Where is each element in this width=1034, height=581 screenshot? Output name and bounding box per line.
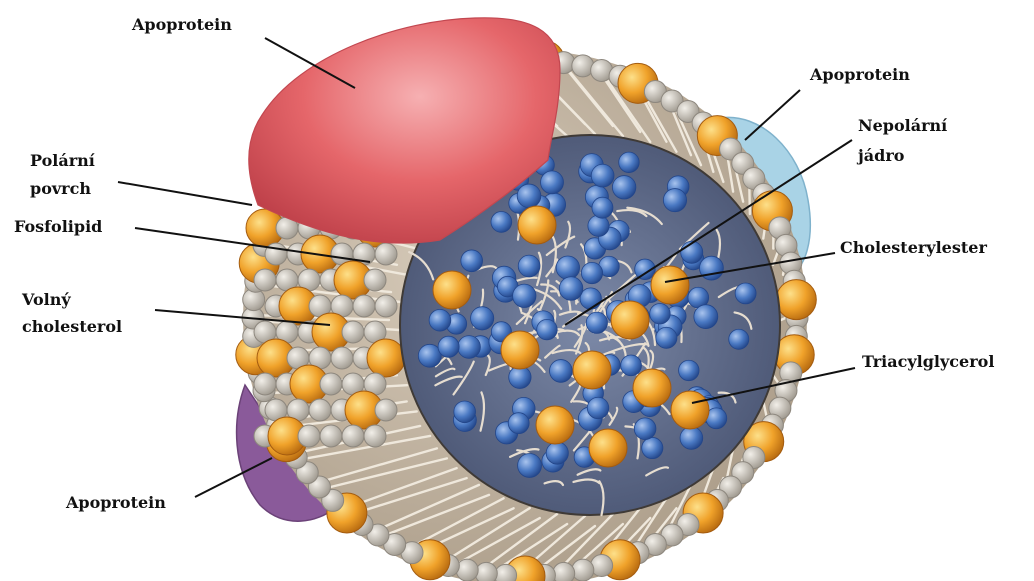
label-apoprotein-top: Apoprotein (132, 14, 232, 36)
label-polarni-line1: Polární (30, 150, 95, 172)
triacylglycerol-ball (556, 256, 579, 279)
triacylglycerol-ball (586, 312, 607, 333)
triacylglycerol-ball (454, 401, 476, 423)
triacylglycerol-ball (491, 212, 512, 233)
label-polarni-line2: povrch (30, 178, 91, 200)
triacylglycerol-ball (541, 171, 564, 194)
triacylglycerol-ball (508, 413, 529, 434)
label-cholesterylester: Cholesterylester (840, 237, 987, 259)
leader-apoprotein-right (745, 90, 800, 140)
phospholipid-head (353, 295, 375, 317)
triacylglycerol-ball (642, 437, 663, 458)
triacylglycerol-ball (634, 418, 656, 440)
phospholipid-head (320, 373, 342, 395)
phospholipid-head (364, 425, 386, 447)
triacylglycerol-ball (587, 397, 608, 418)
cholesterylester-ball (633, 369, 671, 407)
phospholipid-head (572, 559, 594, 581)
triacylglycerol-ball (656, 327, 677, 348)
phospholipid-cluster (246, 209, 405, 455)
phospholipid-head (298, 425, 320, 447)
triacylglycerol-ball (680, 427, 703, 450)
label-volny-line2: cholesterol (22, 316, 122, 338)
triacylglycerol-ball (621, 355, 642, 376)
triacylglycerol-ball (461, 250, 483, 272)
phospholipid-head (331, 347, 353, 369)
phospholipid-head (591, 555, 613, 577)
cholesterylester-ball (589, 429, 627, 467)
label-nepolarni-line1: Nepolární (858, 115, 947, 137)
phospholipid-head (309, 399, 331, 421)
triacylglycerol-ball (681, 241, 703, 263)
triacylglycerol-ball (591, 164, 614, 187)
label-apoprotein-bottom: Apoprotein (66, 492, 166, 514)
cholesterol-head (776, 280, 816, 320)
triacylglycerol-ball (518, 255, 540, 277)
phospholipid-head (375, 399, 397, 421)
triacylglycerol-ball (559, 277, 583, 301)
triacylglycerol-ball (735, 283, 756, 304)
phospholipid-head (572, 55, 594, 77)
cholesterylester-ball (671, 391, 709, 429)
triacylglycerol-ball (679, 360, 699, 380)
label-fosfolipid: Fosfolipid (14, 216, 102, 238)
cholesterylester-ball (536, 406, 574, 444)
phospholipid-head (320, 425, 342, 447)
phospholipid-head (375, 295, 397, 317)
triacylglycerol-ball (518, 454, 542, 478)
triacylglycerol-ball (513, 284, 536, 307)
cholesterylester-ball (611, 301, 649, 339)
triacylglycerol-ball (546, 442, 568, 464)
cholesterylester-ball (573, 351, 611, 389)
label-volny-line1: Volný (22, 289, 71, 311)
phospholipid-head (375, 243, 397, 265)
label-triacylglycerol: Triacylglycerol (862, 351, 994, 373)
label-nepolarni-line2: jádro (858, 145, 904, 167)
phospholipid-head (456, 559, 478, 581)
triacylglycerol-ball (517, 184, 541, 208)
phospholipid-head (495, 564, 517, 581)
triacylglycerol-ball (588, 215, 609, 236)
leader-polarni (118, 182, 252, 205)
triacylglycerol-ball (458, 336, 481, 359)
cholesterylester-ball (433, 271, 471, 309)
triacylglycerol-ball (537, 319, 557, 339)
phospholipid-head (364, 269, 386, 291)
triacylglycerol-ball (729, 329, 749, 349)
triacylglycerol-ball (663, 189, 686, 212)
triacylglycerol-ball (650, 304, 670, 324)
phospholipid-head (342, 321, 364, 343)
triacylglycerol-ball (550, 360, 573, 383)
phospholipid-head (342, 425, 364, 447)
phospholipid-head (553, 562, 575, 581)
cholesterylester-ball (501, 331, 539, 369)
triacylglycerol-ball (612, 176, 635, 199)
triacylglycerol-ball (592, 197, 613, 218)
triacylglycerol-ball (429, 309, 451, 331)
label-apoprotein-right: Apoprotein (810, 64, 910, 86)
triacylglycerol-ball (694, 305, 718, 329)
triacylglycerol-ball (581, 262, 602, 283)
triacylglycerol-ball (580, 288, 601, 309)
phospholipid-head (254, 373, 276, 395)
cholesterylester-ball (651, 266, 689, 304)
triacylglycerol-ball (619, 152, 639, 172)
phospholipid-head (254, 269, 276, 291)
triacylglycerol-ball (471, 307, 494, 330)
triacylglycerol-ball (438, 336, 459, 357)
cholesterol-head (367, 339, 405, 377)
phospholipid-head (475, 562, 497, 581)
cholesterylester-ball (518, 206, 556, 244)
